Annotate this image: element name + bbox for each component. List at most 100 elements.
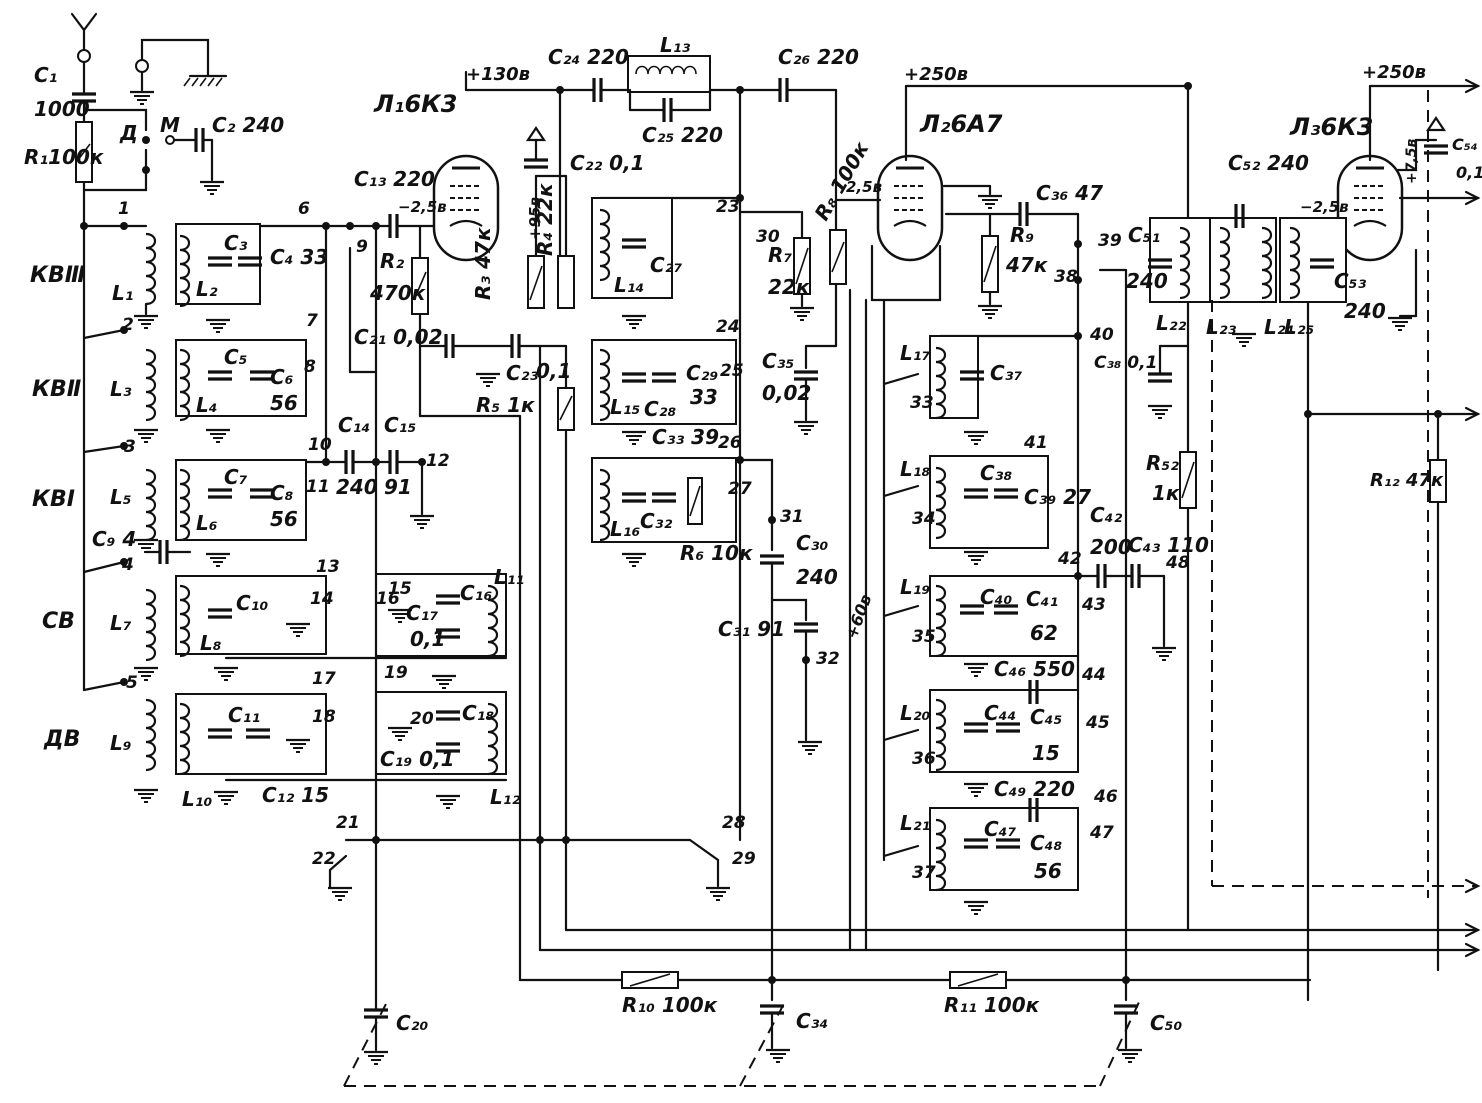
label-c41v: 62: [1030, 621, 1058, 645]
node-8: 8: [304, 357, 316, 377]
label-c48: С₄₈: [1030, 831, 1062, 855]
label-r9v: 47к: [1005, 253, 1048, 277]
label-c44: С₄₄: [984, 701, 1016, 725]
label-l13: L₁₃: [660, 33, 691, 57]
label-r12: R₁₂ 47к: [1370, 470, 1444, 491]
coupling-caps-c14-c15: [344, 448, 436, 530]
label-l2: L₂: [196, 277, 218, 301]
label-r4: R₄ 22к: [533, 183, 557, 256]
label-l17: L₁₇: [900, 341, 931, 365]
label-c33: С₃₃ 39: [652, 425, 719, 449]
node-46: 46: [1093, 787, 1118, 807]
label-c42: С₄₂: [1090, 503, 1122, 527]
junction-dots: [80, 82, 1442, 984]
node-16: 16: [376, 589, 400, 609]
label-d: Д: [119, 121, 138, 145]
node-17: 17: [312, 669, 336, 689]
label-c53v: 240: [1344, 299, 1386, 323]
label-c30v: 240: [796, 565, 838, 589]
label-l6: L₆: [196, 511, 218, 535]
label-c28: С₂₈: [644, 397, 676, 421]
label-r2: R₂: [380, 249, 404, 273]
label-c41: С₄₁: [1026, 587, 1058, 611]
label-l22: L₂₂: [1156, 311, 1187, 335]
label-c51v: 240: [1126, 269, 1168, 293]
rail-75: +7,5в: [1404, 138, 1420, 184]
label-r6: R₆ 10к: [680, 541, 753, 565]
label-l23: L₂₃: [1206, 315, 1237, 339]
label-c20: С₂₀: [396, 1011, 428, 1035]
label-c34: С₃₄: [796, 1009, 828, 1033]
label-l9: L₉: [110, 731, 132, 755]
label-l14: L₁₄: [614, 273, 644, 297]
tube-l2: Л₂6А7: [876, 110, 1003, 262]
label-c43: С₄₃ 110: [1128, 533, 1209, 557]
label-c8: С₈: [270, 481, 294, 505]
node-20: 20: [410, 709, 434, 729]
node-43: 43: [1081, 595, 1106, 615]
node-26: 26: [718, 433, 742, 453]
node-24: 24: [716, 317, 740, 337]
label-c54: С₅₄: [1452, 135, 1478, 154]
node-18: 18: [312, 707, 336, 727]
label-l12: L₁₂: [490, 785, 521, 809]
node-48: 48: [1165, 553, 1190, 573]
label-c17v: 0,1: [410, 627, 445, 651]
node-40: 40: [1089, 325, 1114, 345]
band-tuned-circuits: [175, 223, 392, 806]
node-5: 5: [126, 673, 138, 693]
node-23: 23: [716, 197, 740, 217]
tube-l3-label: Л₃6К3: [1289, 113, 1373, 141]
label-c10: С₁₀: [236, 591, 268, 615]
node-30: 30: [756, 227, 780, 247]
label-r52: R₅₂: [1146, 451, 1179, 475]
label-c15: С₁₅: [384, 413, 416, 437]
label-l25: L₂₅: [1284, 315, 1314, 339]
label-c46: С₄₆ 550: [994, 657, 1075, 681]
label-c1: С₁: [34, 63, 57, 87]
label-c19: С₁₉ 0,1: [380, 747, 455, 771]
label-l16: L₁₆: [610, 517, 641, 541]
label-c27: С₂₇: [650, 253, 682, 277]
label-c13: С₁₃ 220: [354, 167, 435, 191]
node-14: 14: [310, 589, 334, 609]
output-arrows: [1464, 78, 1481, 958]
node-31: 31: [780, 507, 804, 527]
grid-bias-network: [738, 198, 882, 952]
label-r7: R₇: [768, 243, 792, 267]
band-coils-antenna: [82, 222, 192, 804]
label-c6v: 56: [270, 391, 298, 415]
label-c18: С₁₈: [462, 701, 494, 725]
node-28: 28: [722, 813, 746, 833]
antenna-icon: [70, 12, 98, 94]
node-42: 42: [1057, 549, 1082, 569]
node-6: 6: [298, 199, 310, 219]
label-c38: С₃₈: [980, 461, 1012, 485]
label-l11: L₁₁: [494, 565, 524, 589]
label-c36: С₃₆ 47: [1036, 181, 1103, 205]
label-c45: С₄₅: [1030, 705, 1062, 729]
if-filter: [558, 55, 838, 842]
rail-m25a: −2,5в: [398, 198, 447, 216]
node-41: 41: [1023, 433, 1048, 453]
label-c9: С₉ 4: [92, 527, 136, 551]
node-33: 33: [910, 393, 934, 413]
label-c53: С₅₃: [1334, 269, 1366, 293]
label-c17: С₁₇: [406, 601, 438, 625]
label-c14: С₁₄: [338, 413, 370, 437]
label-c29: С₂₉: [686, 361, 718, 385]
label-c51: С₅₁: [1128, 223, 1160, 247]
label-c40: С₄₀: [980, 585, 1012, 609]
label-l19: L₁₉: [900, 575, 931, 599]
label-l24: L₂₄: [1264, 315, 1294, 339]
component-labels: С₁ 1000 R₁100к Д М С₂ 240 С₃ С₄ 33 С₅ С₆…: [24, 33, 1482, 1035]
label-c16: С₁₆: [460, 581, 492, 605]
band-label-dv: ДВ: [43, 727, 80, 752]
node-11: 11: [306, 477, 330, 497]
label-c39: С₃₉ 27: [1024, 485, 1091, 509]
node-22: 22: [312, 849, 336, 869]
label-c2: С₂ 240: [212, 113, 284, 137]
label-r5: R₅ 1к: [476, 393, 535, 417]
label-l21: L₂₁: [900, 811, 930, 835]
